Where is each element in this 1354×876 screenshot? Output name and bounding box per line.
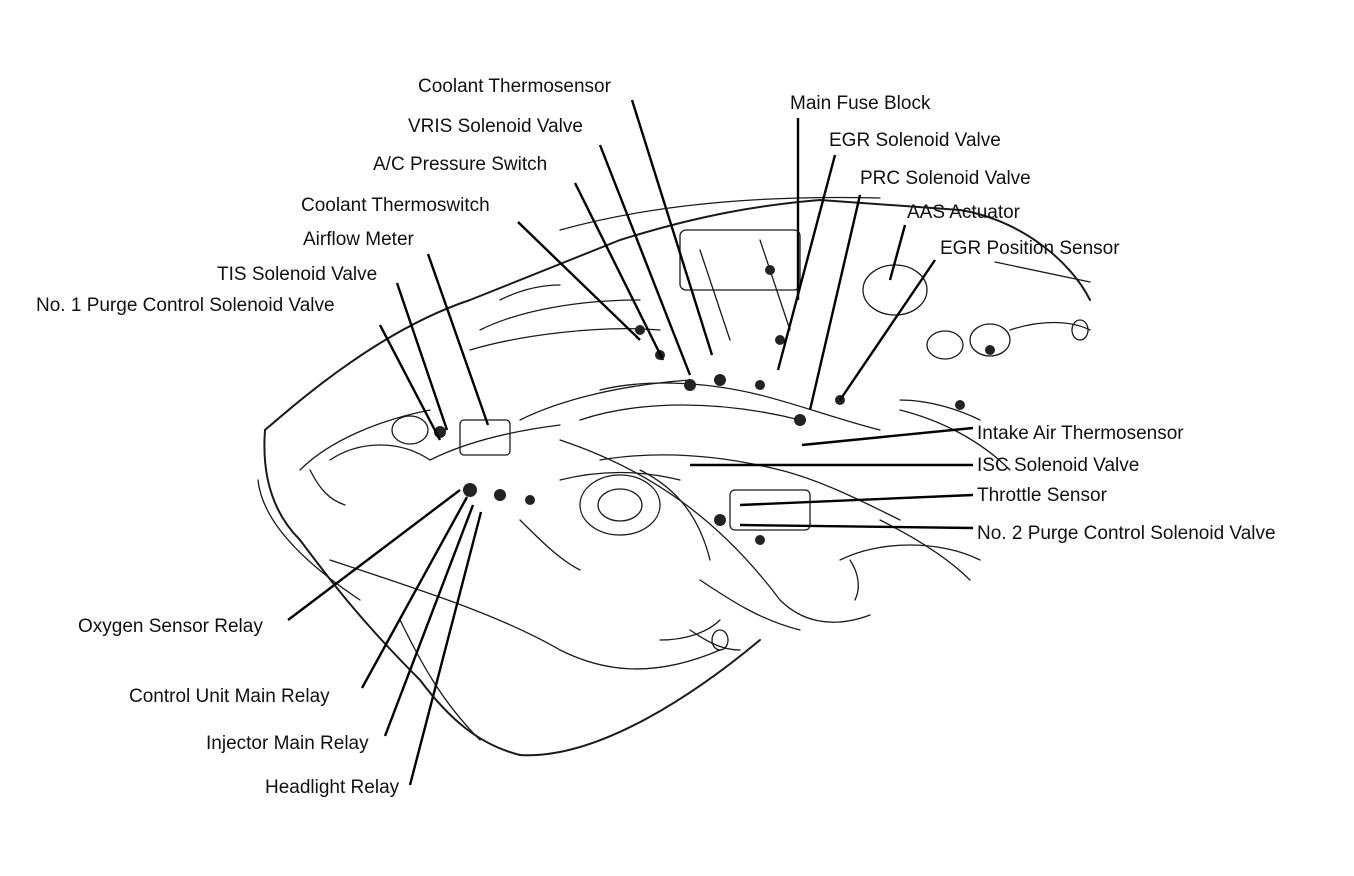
- label-headlight-relay: Headlight Relay: [265, 777, 400, 798]
- leader-injector-main-relay: [383, 504, 475, 737]
- leader-throttle-sensor: [739, 493, 974, 507]
- label-main-fuse-block: Main Fuse Block: [790, 93, 931, 114]
- label-aas-actuator: AAS Actuator: [907, 202, 1021, 223]
- label-no2-purge-control-solenoid-valve: No. 2 Purge Control Solenoid Valve: [977, 523, 1276, 544]
- label-throttle-sensor: Throttle Sensor: [977, 485, 1107, 506]
- label-tis-solenoid-valve: TIS Solenoid Valve: [217, 264, 378, 285]
- leader-coolant-thermoswitch: [517, 221, 641, 341]
- leader-intake-air-thermosensor: [801, 426, 974, 447]
- leader-oxygen-sensor-relay: [287, 489, 461, 621]
- label-isc-solenoid-valve: ISC Solenoid Valve: [977, 455, 1140, 476]
- label-egr-position-sensor: EGR Position Sensor: [940, 238, 1120, 259]
- label-prc-solenoid-valve: PRC Solenoid Valve: [860, 168, 1031, 189]
- leader-airflow-meter: [426, 253, 490, 426]
- leader-prc-solenoid-valve: [808, 194, 862, 411]
- leader-control-unit-main-relay: [360, 496, 469, 689]
- leader-lines: [287, 99, 974, 786]
- label-no1-purge-control-solenoid-valve: No. 1 Purge Control Solenoid Valve: [36, 295, 335, 316]
- leader-headlight-relay: [408, 511, 483, 786]
- label-vris-solenoid-valve: VRIS Solenoid Valve: [408, 116, 583, 137]
- label-control-unit-main-relay: Control Unit Main Relay: [129, 686, 330, 707]
- leader-aas-actuator: [888, 224, 907, 281]
- label-coolant-thermosensor: Coolant Thermosensor: [418, 76, 611, 97]
- label-injector-main-relay: Injector Main Relay: [206, 733, 369, 754]
- leader-tis-solenoid-valve: [395, 282, 449, 431]
- label-egr-solenoid-valve: EGR Solenoid Valve: [829, 130, 1001, 151]
- leader-no1-purge-control: [378, 324, 442, 441]
- vehicle-body-outline: [257, 196, 1091, 757]
- leader-no2-purge-control: [739, 523, 974, 530]
- label-ac-pressure-switch: A/C Pressure Switch: [373, 154, 548, 175]
- label-airflow-meter: Airflow Meter: [303, 229, 414, 250]
- leader-ac-pressure-switch: [573, 182, 665, 361]
- label-intake-air-thermosensor: Intake Air Thermosensor: [977, 423, 1184, 444]
- leader-egr-position-sensor: [839, 259, 936, 401]
- leader-coolant-thermosensor: [630, 99, 714, 356]
- leader-vris-solenoid-valve: [598, 144, 692, 376]
- label-oxygen-sensor-relay: Oxygen Sensor Relay: [78, 616, 263, 637]
- label-coolant-thermoswitch: Coolant Thermoswitch: [301, 195, 490, 216]
- leader-egr-solenoid-valve: [776, 154, 837, 371]
- engine-components: [309, 229, 1089, 651]
